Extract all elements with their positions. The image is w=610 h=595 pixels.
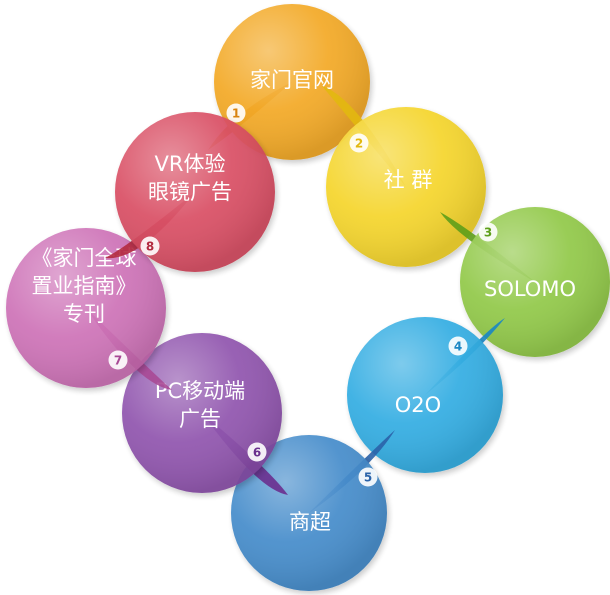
number-badge: 7 [108,350,128,370]
petal-gloss [231,435,387,591]
number-badge-text: 6 [253,446,261,460]
number-badge-text: 1 [232,107,240,121]
number-badge: 6 [247,442,267,462]
petal-7: 《家门全球置业指南》专刊7 [6,228,172,390]
petal-label-line: O2O [395,393,441,417]
petal-gloss [122,333,282,493]
petal-1: 家门官网 1 [208,4,370,160]
petal-6: PC移动端广告 6 [122,333,288,495]
petal-label: O2O [395,393,441,417]
petal-8: VR体验眼镜广告 8 [105,112,275,272]
petal-label-line: VR体验 [155,152,226,176]
number-badge: 5 [358,467,378,487]
number-badge: 1 [226,103,246,123]
number-badge-text: 3 [484,226,492,240]
petal-label: 社 群 [384,168,433,192]
petal-4: O2O 4 [347,317,505,473]
number-badge: 8 [140,236,160,256]
petal-label-line: PC移动端 [155,379,245,403]
number-badge-circle [108,350,128,370]
petal-label: PC移动端广告 [155,379,245,431]
number-badge: 4 [448,336,468,356]
number-badge-circle [140,236,160,256]
number-badge-text: 5 [364,471,372,485]
number-badge: 2 [349,133,369,153]
petal-label-line: 商超 [289,510,331,534]
petal-label-line: 广告 [179,407,221,431]
number-badge-text: 2 [355,137,363,151]
petal-gloss [6,228,166,388]
petal-3: SOLOMO 3 [440,207,610,357]
petal-gloss [115,112,275,272]
petal-label: 家门官网 [250,68,334,92]
number-badge-circle [226,103,246,123]
petal-label-line: 专刊 [63,302,105,326]
petal-label-line: 置业指南》 [32,274,137,298]
number-badge-circle [448,336,468,356]
petal-label-line: SOLOMO [484,277,576,301]
petal-label: VR体验眼镜广告 [148,152,232,204]
number-badge-circle [349,133,369,153]
petal-gloss [347,317,503,473]
number-badge-circle [478,222,498,242]
number-badge-text: 4 [454,340,462,354]
petal-5: 商超 5 [231,430,395,591]
petal-gloss [460,207,610,357]
number-badge-text: 8 [146,240,154,254]
petal-label: SOLOMO [484,277,576,301]
number-badge-circle [247,442,267,462]
petal-2: 社 群 2 [322,86,486,267]
petal-gloss [214,4,370,160]
number-badge: 3 [478,222,498,242]
petal-label-line: 眼镜广告 [148,180,232,204]
petal-label: 《家门全球置业指南》专刊 [32,246,137,326]
petal-label-line: 家门官网 [250,68,334,92]
number-badge-circle [358,467,378,487]
number-badge-text: 7 [114,354,122,368]
petal-label: 商超 [289,510,331,534]
petal-label-line: 社 群 [384,168,433,192]
